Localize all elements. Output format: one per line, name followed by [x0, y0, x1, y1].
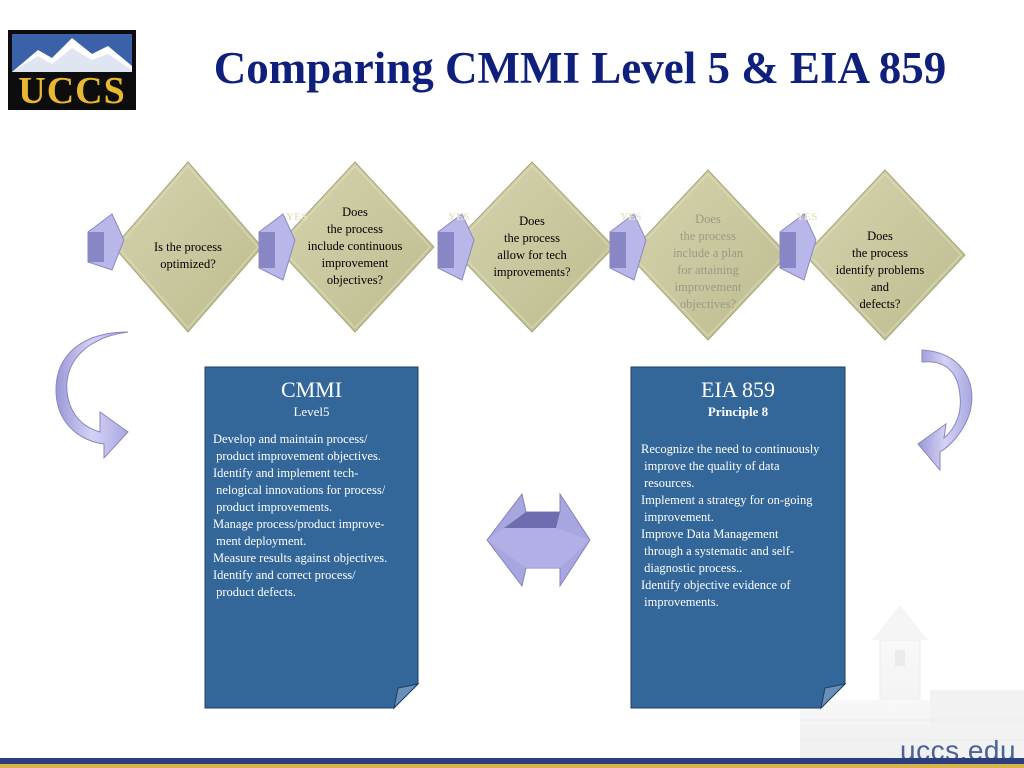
cmmi-panel: CMMI Level5 Develop and maintain process…	[205, 367, 418, 708]
decision-text-1: Is the process optimized?	[128, 239, 248, 273]
chevron-arrow-icon-1	[87, 213, 125, 271]
decision-diamond-1	[113, 161, 263, 333]
decision-text-line: optimized?	[160, 257, 216, 271]
decision-text-line: the process	[680, 229, 736, 243]
decision-text-line: Does	[695, 212, 721, 226]
cmmi-body-line: product improvements.	[213, 500, 333, 514]
curved-arrow-right-icon	[917, 349, 973, 472]
eia-body-line: Improve Data Management	[641, 527, 779, 541]
eia-body-line: diagnostic process..	[641, 561, 743, 575]
connector-label: YES	[796, 211, 818, 223]
connector-label: YES	[620, 211, 642, 223]
cmmi-heading: CMMI	[280, 377, 343, 402]
chevron-arrow-icon-4	[609, 213, 647, 281]
cmmi-document-shape	[204, 366, 420, 710]
eia-body-line: improvements.	[641, 595, 719, 609]
eia-subheading: Principle 8	[707, 404, 769, 419]
eia-body-line: improve the quality of data	[641, 459, 780, 473]
decision-diamond-3	[449, 161, 615, 333]
cmmi-body-line: product defects.	[213, 585, 296, 599]
eia-body-line: improvement.	[641, 510, 714, 524]
campus-building-watermark	[800, 605, 1024, 761]
decision-text-line: objectives?	[326, 273, 384, 287]
decision-text-line: include a plan	[672, 246, 744, 260]
cmmi-subheading: Level5	[293, 404, 330, 419]
eia-body-text: Recognize the need to continuously impro…	[641, 441, 819, 611]
decision-text-line: Is the process	[153, 240, 223, 254]
decision-text-line: the process	[327, 222, 383, 236]
decision-text-line: allow for tech	[497, 248, 567, 262]
decision-text-line: objectives?	[679, 297, 737, 311]
decision-text-line: and	[870, 280, 890, 294]
eia-body-line: Recognize the need to continuously	[641, 442, 820, 456]
cmmi-body-line: Identify and correct process/	[213, 568, 356, 582]
footer-bar	[0, 758, 1024, 764]
cmmi-body-line: Identify and implement tech-	[213, 466, 359, 480]
decision-diamond-2	[275, 161, 435, 333]
chevron-arrow-icon-5	[779, 213, 817, 281]
decision-diamond-4	[627, 169, 789, 341]
decision-text-line: improvement	[674, 280, 742, 294]
decision-text-2: Does the process include continuous improve…	[290, 204, 420, 289]
eia-body-line: through a systematic and self-	[641, 544, 795, 558]
footer-accent-bar	[0, 764, 1024, 768]
cmmi-body-line: Manage process/product improve-	[213, 517, 385, 531]
logo-text: UCCS	[18, 70, 126, 110]
double-arrow-icon	[486, 492, 591, 588]
cmmi-body-line: product improvement objectives.	[213, 449, 382, 463]
decision-diamond-5	[804, 169, 966, 341]
decision-text-line: for attaining	[677, 263, 739, 277]
decision-text-line: Does	[342, 205, 368, 219]
decision-text-line: improvements?	[493, 265, 571, 279]
decision-text-line: the process	[852, 246, 908, 260]
connector-label: YES	[448, 211, 470, 223]
decision-text-line: defects?	[859, 297, 901, 311]
uccs-logo: UCCS	[8, 30, 136, 110]
eia-panel: EIA 859 Principle 8 Recognize the need t…	[631, 367, 845, 708]
decision-text-3: Does the process allow for tech improvement…	[467, 213, 597, 281]
cmmi-body-line: Develop and maintain process/	[213, 432, 368, 446]
decision-text-line: Does	[519, 214, 545, 228]
decision-text-line: Does	[867, 229, 893, 243]
chevron-arrow-icon-3	[437, 213, 475, 281]
mountain-logo-icon	[8, 30, 136, 110]
eia-body-line: Identify objective evidence of	[641, 578, 791, 592]
decision-text-line: improvement	[321, 256, 389, 270]
eia-body-line: Implement a strategy for on-going	[641, 493, 813, 507]
eia-document-shape	[630, 366, 847, 710]
page-title: Comparing CMMI Level 5 & EIA 859	[213, 43, 947, 93]
curved-arrow-left-icon	[55, 331, 129, 460]
chevron-arrow-icon-2	[258, 213, 296, 281]
cmmi-body-line: nelogical innovations for process/	[213, 483, 386, 497]
eia-body-line: resources.	[641, 476, 695, 490]
connector-label: YES	[286, 211, 308, 223]
eia-heading: EIA 859	[701, 377, 775, 402]
decision-text-line: include continuous	[307, 239, 403, 253]
decision-text-5: Does the process identify problems and defec…	[815, 228, 945, 313]
cmmi-body-line: Measure results against objectives.	[213, 551, 388, 565]
cmmi-body-text: Develop and maintain process/ product im…	[213, 431, 387, 601]
cmmi-body-line: ment deployment.	[213, 534, 307, 548]
decision-text-line: identify problems	[835, 263, 925, 277]
decision-text-4: Does the process include a plan for attaini…	[643, 211, 773, 313]
decision-text-line: the process	[504, 231, 560, 245]
